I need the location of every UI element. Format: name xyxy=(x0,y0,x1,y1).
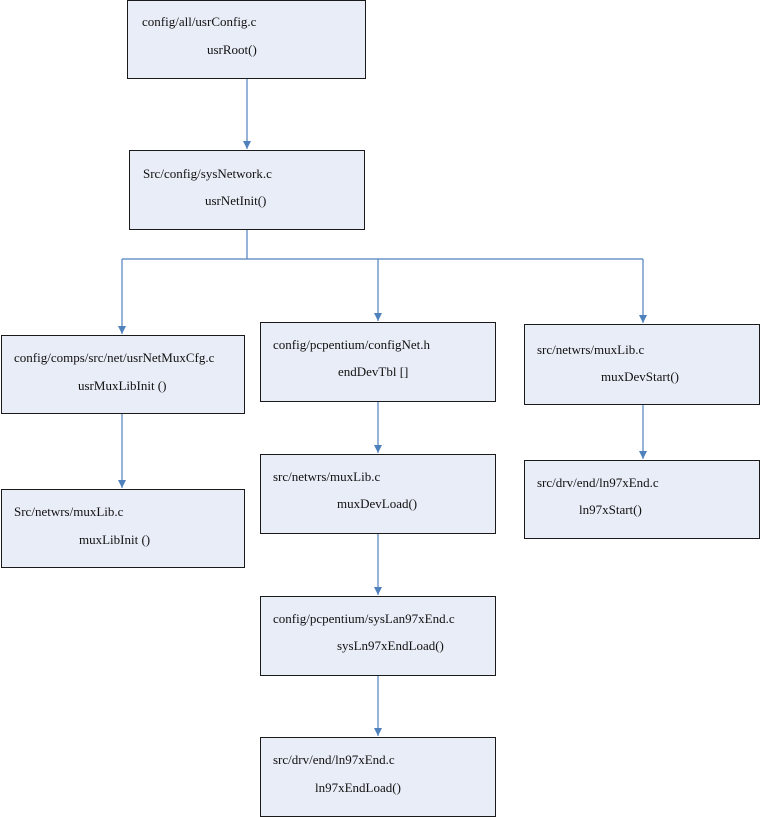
node-ln97xend-start: src/drv/end/ln97xEnd.c ln97xStart() xyxy=(524,460,760,539)
node-function-label: ln97xEndLoad() xyxy=(315,780,401,795)
node-file-label: src/netwrs/muxLib.c xyxy=(537,342,645,357)
node-function-label: ln97xStart() xyxy=(579,502,642,517)
node-muxlib-load: src/netwrs/muxLib.c muxDevLoad() xyxy=(260,454,496,534)
node-function-label: usrRoot() xyxy=(207,42,257,57)
node-file-label: config/all/usrConfig.c xyxy=(142,14,257,29)
node-function-label: muxDevStart() xyxy=(601,369,679,384)
node-file-label: src/netwrs/muxLib.c xyxy=(273,469,381,484)
node-function-label: sysLn97xEndLoad() xyxy=(337,638,444,653)
node-syslan97xend: config/pcpentium/sysLan97xEnd.c sysLn97x… xyxy=(260,596,496,676)
node-function-label: muxLibInit () xyxy=(79,532,151,547)
node-file-label: config/pcpentium/configNet.h xyxy=(273,337,431,352)
node-file-label: Src/config/sysNetwork.c xyxy=(143,166,272,181)
node-function-label: usrNetInit() xyxy=(205,193,267,208)
node-file-label: src/drv/end/ln97xEnd.c xyxy=(273,752,395,767)
node-function-label: endDevTbl [] xyxy=(338,364,409,379)
node-usrconfig: config/all/usrConfig.c usrRoot() xyxy=(127,0,366,79)
node-function-label: usrMuxLibInit () xyxy=(78,378,167,393)
node-file-label: config/comps/src/net/usrNetMuxCfg.c xyxy=(14,350,215,365)
node-muxlib-init: Src/netwrs/muxLib.c muxLibInit () xyxy=(1,489,245,568)
node-muxlib-start: src/netwrs/muxLib.c muxDevStart() xyxy=(524,324,760,405)
node-file-label: Src/netwrs/muxLib.c xyxy=(14,504,124,519)
node-file-label: src/drv/end/ln97xEnd.c xyxy=(537,475,659,490)
node-sysnetwork: Src/config/sysNetwork.c usrNetInit() xyxy=(129,150,365,230)
node-confignet: config/pcpentium/configNet.h endDevTbl [… xyxy=(260,322,496,402)
node-file-label: config/pcpentium/sysLan97xEnd.c xyxy=(273,611,455,626)
node-usrnetmuxcfg: config/comps/src/net/usrNetMuxCfg.c usrM… xyxy=(1,335,245,414)
node-ln97xend-load: src/drv/end/ln97xEnd.c ln97xEndLoad() xyxy=(260,737,496,817)
node-function-label: muxDevLoad() xyxy=(337,496,418,511)
